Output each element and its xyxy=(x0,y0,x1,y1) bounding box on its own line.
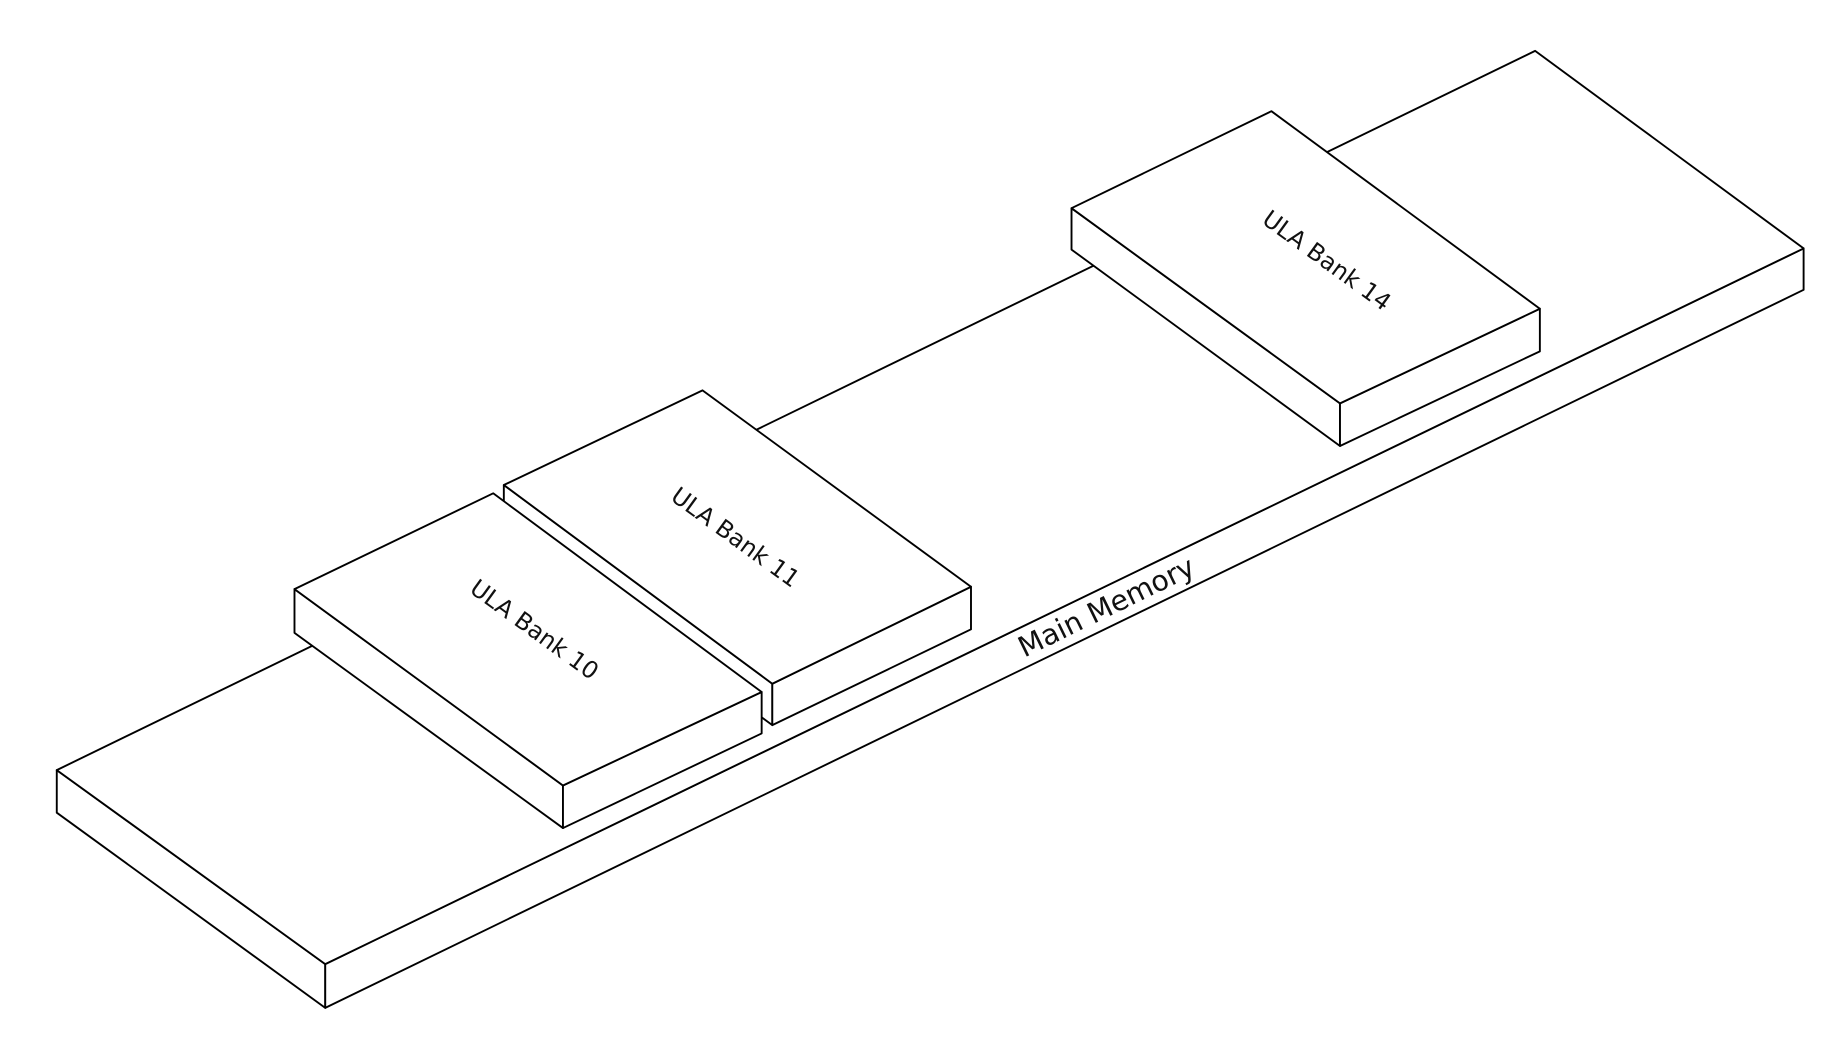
main-memory-block: Main Memory xyxy=(55,49,1805,1009)
ula-bank-14: ULA Bank 14 xyxy=(1070,110,1541,447)
ula-bank-10: ULA Bank 10 xyxy=(293,492,763,830)
